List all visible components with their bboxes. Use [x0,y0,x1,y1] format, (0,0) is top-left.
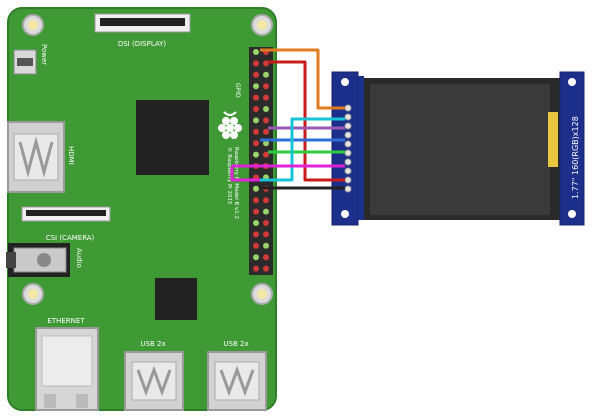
module-hole [568,78,576,86]
gpio-pin [263,242,269,249]
hdmi-label: HDMI [67,146,75,165]
wire-red [268,60,345,182]
wires [230,48,345,190]
ethernet-port [35,327,99,411]
raspberry-pi-board: DSI (DISPLAY) Power GPIO Raspberry Pi Mo… [6,7,277,411]
usb-port-right [207,351,267,411]
gpio-pin [253,220,259,226]
gpio-pin [263,106,269,112]
display-pin [344,122,352,130]
module-hole [341,78,349,86]
usb-left-label: USB 2x [140,340,165,348]
audio-jack [6,243,70,277]
gpio-pin [253,60,259,67]
gpio-pin [263,265,269,272]
soc-chip [136,100,209,175]
wire-cyan [260,117,345,182]
audio-label: Audio [75,248,83,268]
gpio-label: GPIO [234,83,241,98]
gpio-header [249,47,273,275]
gpio-pin [263,128,269,135]
display-pin [344,158,352,166]
gpio-pin [253,208,259,215]
gpio-pin [253,94,259,101]
gpio-pin [253,106,259,112]
usb-controller-chip [155,278,197,320]
mounting-holes [22,14,273,305]
module-hole [568,210,576,218]
display-pin-strip [331,71,359,226]
flex-connector [548,112,558,167]
display-pin [344,131,352,139]
display-screen [370,84,550,215]
display-pin [344,149,352,157]
usb-right-label: USB 2x [223,340,248,348]
gpio-pin [263,117,269,124]
gpio-pin [253,140,259,147]
gpio-pin [253,128,259,135]
gpio-pin [263,60,269,67]
display-pin [344,176,352,184]
gpio-pin [253,83,259,90]
display-side-board [559,71,585,226]
gpio-pin [253,117,259,124]
gpio-pins [253,49,269,272]
display-pin [344,104,352,112]
raspberry-logo-icon [218,111,242,139]
power-label: Power [40,44,48,65]
gpio-pin [253,254,259,261]
gpio-pin [263,140,269,147]
display-pins [344,104,352,193]
gpio-pin [253,71,259,78]
display-pin [344,140,352,148]
usb-port-left [124,351,184,411]
gpio-pin [263,208,269,215]
display-pin [344,185,352,193]
wire-magenta-stub [230,166,260,182]
csi-label: CSI (CAMERA) [46,234,95,242]
gpio-pin [263,231,269,238]
ethernet-label: ETHERNET [47,317,85,325]
gpio-pin [253,197,259,204]
tft-display-module: 1.77" 160(RGB)x128 [331,71,585,226]
hdmi-connector [7,121,65,193]
module-hole [341,210,349,218]
display-pin [344,167,352,175]
gpio-pin [263,71,269,78]
gpio-pin [253,242,259,249]
gpio-pin [253,231,259,238]
brand-line-2: © Raspberry Pi 2015 [226,147,233,205]
dsi-label: DSI (DISPLAY) [118,40,167,48]
gpio-pin [253,265,259,272]
gpio-pin [263,83,269,90]
brand-line-1: Raspberry Pi Model B v1.2 [233,147,239,219]
gpio-pin [263,151,269,158]
display-pin [344,113,352,121]
gpio-pin [263,197,269,204]
gpio-pin [263,254,269,261]
gpio-pin [253,49,259,55]
gpio-pin [263,94,269,101]
gpio-pin [253,151,259,158]
gpio-pin [263,220,269,226]
display-label: 1.77" 160(RGB)x128 [571,116,580,199]
wire-orange [260,48,345,110]
gpio-pin [253,185,259,192]
